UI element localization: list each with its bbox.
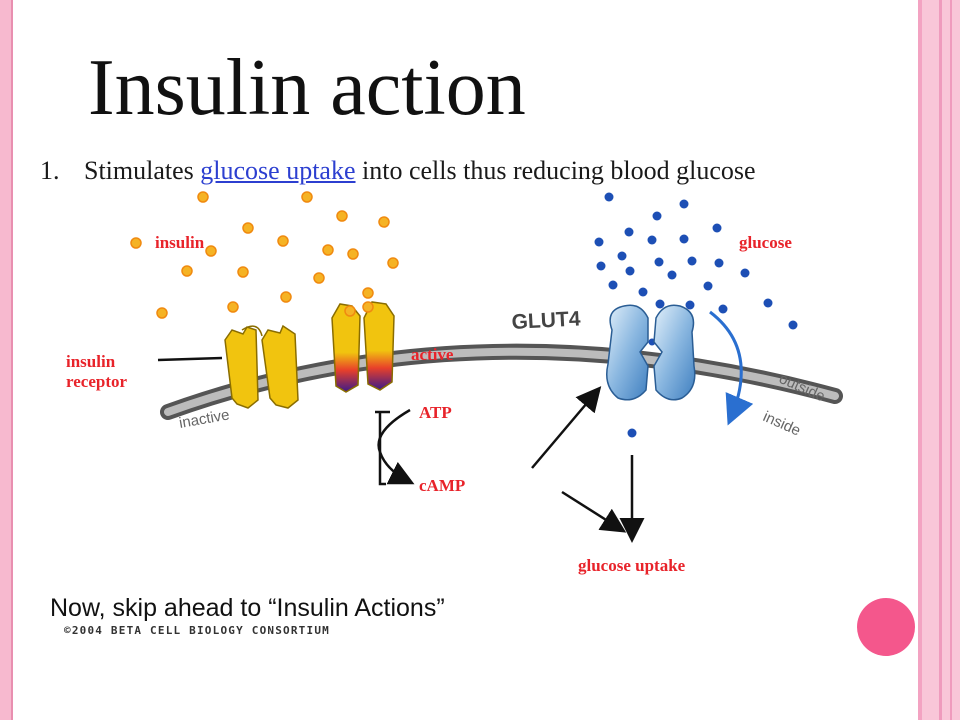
- atp-camp-bracket: [375, 410, 390, 486]
- atp-label: ATP: [419, 403, 452, 422]
- inside-label: inside: [760, 408, 803, 439]
- insulin-receptor-label-line1: insulin: [66, 352, 116, 371]
- signal-arrow-to-glut4: [531, 386, 602, 469]
- bullet-text-after: into cells thus reducing blood glucose: [355, 156, 756, 185]
- slide-nav-button[interactable]: [857, 598, 915, 656]
- skip-ahead-note: Now, skip ahead to “Insulin Actions”: [50, 594, 445, 622]
- glucose-uptake-label: glucose uptake: [578, 556, 686, 575]
- copyright-notice: ©2004 BETA CELL BIOLOGY CONSORTIUM: [64, 624, 330, 637]
- signal-arrow-to-uptake: [561, 490, 627, 533]
- insulin-receptor-label: insulin receptor: [66, 352, 127, 393]
- glucose-molecules: [594, 192, 798, 438]
- receptor-pointer-line: [157, 356, 223, 362]
- active-label: active: [411, 345, 454, 364]
- outside-label: outside: [776, 370, 827, 405]
- insulin-molecules: [130, 191, 399, 319]
- slide-frame-left: [0, 0, 11, 720]
- glucose-transport-arrow: [709, 310, 754, 426]
- inactive-insulin-receptor: [224, 324, 299, 409]
- atp-camp-conversion-arrow: [377, 408, 415, 485]
- slide-frame-left-line: [11, 0, 13, 720]
- glut4-label: GLUT4: [511, 307, 581, 334]
- glut4-transporter: [606, 304, 696, 401]
- bullet-number: 1.: [40, 156, 60, 185]
- glucose-uptake-link[interactable]: glucose uptake: [200, 156, 356, 185]
- camp-label: cAMP: [419, 476, 466, 495]
- slide-frame-right-line: [918, 0, 922, 720]
- bullet-text-before: Stimulates: [84, 156, 201, 185]
- glucose-label: glucose: [739, 233, 792, 252]
- bullet-point: 1. Stimulates glucose uptake into cells t…: [40, 156, 756, 186]
- slide-frame-right-line: [939, 0, 942, 720]
- slide-title: Insulin action: [88, 44, 526, 132]
- slide-frame-right-line: [950, 0, 952, 720]
- active-insulin-receptor: [331, 301, 395, 393]
- insulin-label: insulin: [155, 233, 205, 252]
- insulin-receptor-label-line2: receptor: [66, 372, 128, 392]
